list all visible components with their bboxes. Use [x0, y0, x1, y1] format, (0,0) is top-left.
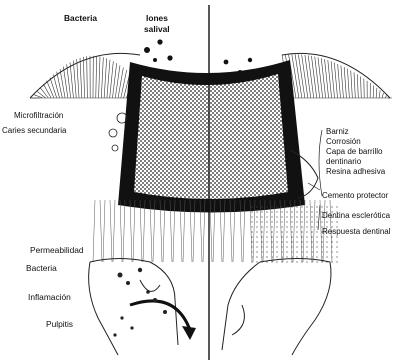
respuesta-dentinal-label: Respuesta dentinal	[322, 228, 391, 236]
inflamacion-label: Inflamación	[28, 293, 71, 301]
restoration	[118, 60, 305, 213]
inflammation-arrow	[130, 301, 196, 340]
corrosion-label: Corrosión	[326, 138, 361, 146]
capa-barrillo-label-line1: Capa de barrillo	[326, 148, 382, 156]
pulp-chamber	[89, 259, 331, 356]
bacteria-bottom-label: Bacteria	[26, 264, 57, 272]
caries-secundaria-label: Caries secundaria	[2, 127, 66, 135]
pulpitis-label: Pulpitis	[46, 320, 73, 328]
surface-bacteria	[144, 39, 252, 74]
bacteria-top-label: Bacteria	[64, 14, 97, 22]
capa-barrillo-label-line2: dentinario	[326, 158, 361, 166]
permeabilidad-label: Permeabilidad	[30, 246, 84, 254]
iones-label-line2: salival	[144, 25, 170, 33]
dentina-esclerotica-label: Dentina esclerótica	[322, 212, 390, 220]
cemento-protector-label: Cemento protector	[322, 192, 388, 200]
iones-label-line1: Iones	[146, 14, 168, 22]
barniz-label: Barniz	[326, 128, 349, 136]
microfiltracion-label: Microfiltración	[14, 112, 63, 120]
resina-adhesiva-label: Resina adhesiva	[326, 168, 385, 176]
